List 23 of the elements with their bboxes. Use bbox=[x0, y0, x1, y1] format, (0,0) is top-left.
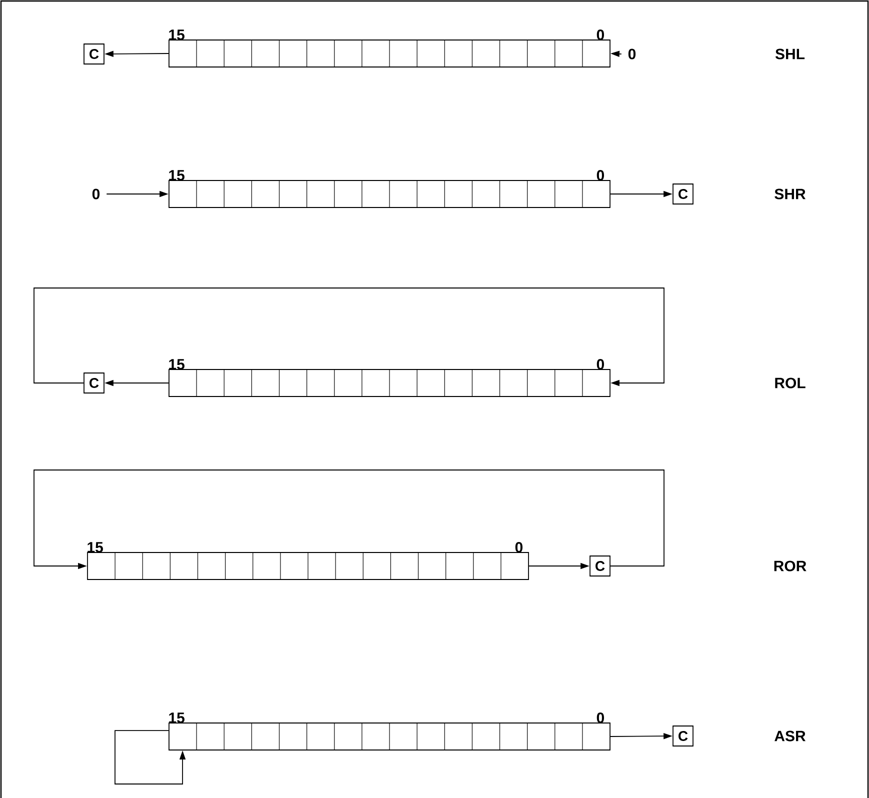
register-bar bbox=[168, 40, 610, 68]
register-bar bbox=[168, 180, 610, 208]
operation-name: ROL bbox=[775, 378, 806, 388]
operation-name: ASR bbox=[774, 730, 806, 742]
carry-box: C bbox=[84, 372, 104, 394]
bit-number: 0 bbox=[596, 29, 604, 40]
bit-number: 0 bbox=[515, 542, 522, 553]
bit-number: 0 bbox=[596, 358, 604, 370]
register-bar bbox=[168, 369, 610, 397]
bit-number: 0 bbox=[596, 712, 604, 724]
operation-name: SHL bbox=[775, 48, 805, 60]
register-bar bbox=[168, 722, 610, 750]
register-bar bbox=[87, 552, 529, 580]
input-value: 0 bbox=[628, 48, 636, 60]
operation-name: ROR bbox=[774, 560, 806, 572]
carry-box: C bbox=[672, 726, 694, 746]
feedback-arrow bbox=[34, 288, 664, 386]
carry-box: C bbox=[672, 184, 694, 204]
operation-name: SHR bbox=[774, 188, 806, 200]
input-value: 0 bbox=[92, 188, 100, 200]
carry-box: C bbox=[590, 556, 610, 576]
bit-number: 0 bbox=[596, 170, 604, 181]
carry-box: C bbox=[84, 44, 104, 64]
